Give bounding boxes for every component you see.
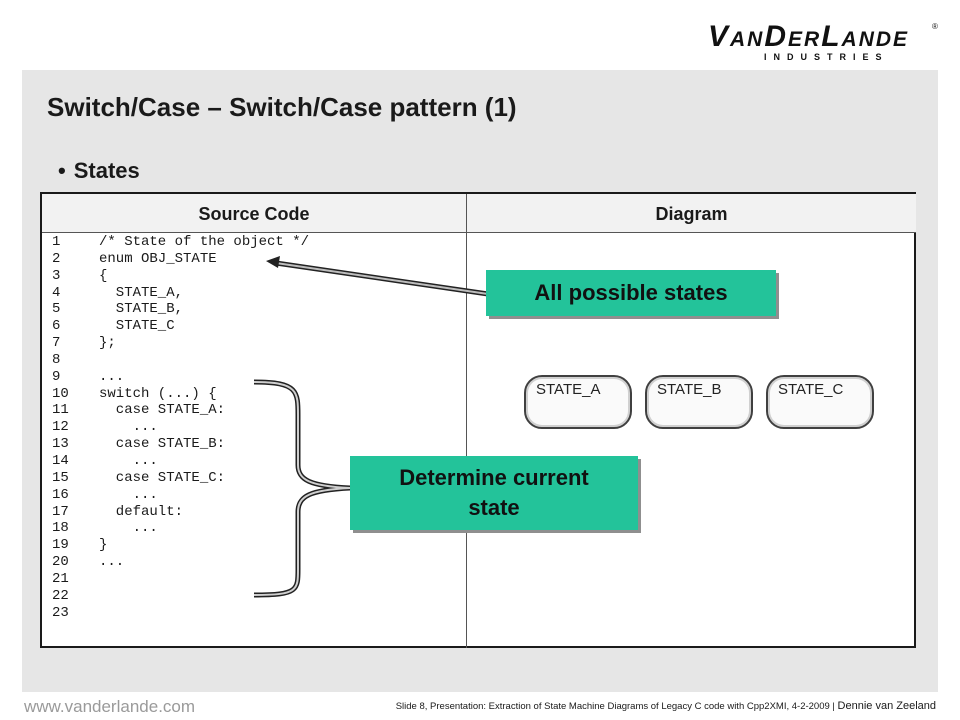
line-number: 9 [52,368,61,385]
line-number: 3 [52,267,61,284]
code-text: STATE_C [99,318,175,335]
code-line: 4 STATE_A, [52,285,309,302]
code-line: 19} [52,537,309,554]
code-text: } [99,537,108,554]
code-line: 3{ [52,268,309,285]
code-text: STATE_B, [99,301,184,318]
logo-wordmark: VANDERLANDE [708,20,910,53]
code-line: 22 [52,588,309,605]
line-number: 2 [52,250,61,267]
line-number: 23 [52,604,69,621]
footer-presentation-note: Slide 8, Presentation: Extraction of Sta… [395,701,830,712]
column-header-source-code: Source Code [42,194,466,232]
code-text: ... [99,520,158,537]
code-text: { [99,267,108,284]
code-line: 16 ... [52,487,309,504]
code-line: 9... [52,369,309,386]
code-line: 5 STATE_B, [52,301,309,318]
line-number: 4 [52,284,61,301]
vanderlande-logo: VANDERLANDE INDUSTRIES ® [700,18,940,66]
line-number: 14 [52,452,69,469]
column-divider [466,194,467,648]
state-diagram-image: STATE_A STATE_B STATE_C [516,367,874,437]
line-number: 21 [52,570,69,587]
code-line: 21 [52,571,309,588]
code-line: 20... [52,554,309,571]
bullet-text: States [73,158,140,183]
line-number: 7 [52,335,61,352]
code-text: enum OBJ_STATE [99,250,217,267]
code-line: 10 switch (...) { [52,386,309,403]
line-number: 18 [52,520,69,537]
logo-registered-mark: ® [932,22,938,31]
line-number: 16 [52,486,69,503]
line-number: 10 [52,385,69,402]
bullet-states: • States [58,158,140,184]
line-number: 8 [52,351,61,368]
code-line: 23 [52,605,309,622]
code-text: }; [99,335,116,352]
line-number: 6 [52,318,61,335]
state-label: STATE_A [536,381,601,398]
footer-author: Dennie van Zeeland [837,700,936,712]
callout-line-1: Determine current [399,465,589,490]
line-number: 13 [52,436,69,453]
logo-subtitle: INDUSTRIES [764,52,889,62]
code-text: case STATE_A: [99,402,226,419]
callout-line-2: state [468,495,520,520]
state-label: STATE_C [778,381,844,398]
code-text: default: [99,503,184,520]
state-node: STATE_A [524,375,632,429]
source-code-block: 1 /* State of the object */ 2 enum OBJ_STAT… [52,234,309,621]
code-line: 12 ... [52,419,309,436]
slide-title: Switch/Case – Switch/Case pattern (1) [47,92,517,122]
code-text: ... [99,419,158,436]
line-number: 20 [52,554,69,571]
line-number: 1 [52,234,61,250]
line-number: 22 [52,587,69,604]
code-text: /* State of the object */ [99,234,310,250]
code-text: case STATE_C: [99,469,226,486]
code-text: STATE_A, [99,284,184,301]
code-text: ... [99,554,125,571]
code-text: case STATE_B: [99,436,226,453]
code-line: 13 case STATE_B: [52,436,309,453]
code-line: 18 ... [52,520,309,537]
line-number: 12 [52,419,69,436]
footer-slide-info: Slide 8, Presentation: Extraction of Sta… [396,700,936,712]
code-line: 8 [52,352,309,369]
code-text: ... [99,368,125,385]
code-line: 6 STATE_C [52,318,309,335]
footer-separator: | [829,701,838,712]
code-line: 17 default: [52,504,309,521]
line-number: 5 [52,301,61,318]
code-text: ... [99,452,158,469]
code-line: 7}; [52,335,309,352]
code-text: switch (...) { [99,385,217,402]
callout-determine-current-state: Determine current state [350,456,638,530]
code-line: 1 /* State of the object */ [52,234,309,251]
code-line: 11 case STATE_A: [52,402,309,419]
line-number: 15 [52,469,69,486]
state-node: STATE_C [766,375,874,429]
code-line: 2 enum OBJ_STATE [52,251,309,268]
callout-all-possible-states: All possible states [486,270,776,316]
footer-website-link[interactable]: www.vanderlande.com [24,697,196,716]
column-header-diagram: Diagram [467,194,916,232]
code-line: 14 ... [52,453,309,470]
line-number: 11 [52,402,69,419]
header-divider [42,232,916,233]
state-label: STATE_B [657,381,722,398]
bullet-dot: • [58,158,66,183]
line-number: 19 [52,537,69,554]
line-number: 17 [52,503,69,520]
code-line: 15 case STATE_C: [52,470,309,487]
code-text: ... [99,486,158,503]
state-node: STATE_B [645,375,753,429]
